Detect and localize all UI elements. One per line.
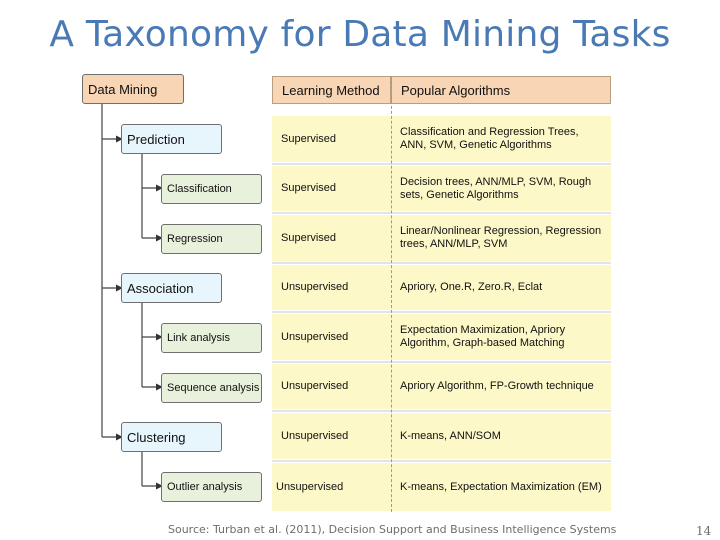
row-separator bbox=[272, 410, 611, 412]
node-label: Sequence analysis bbox=[167, 382, 260, 394]
row-separator bbox=[272, 163, 611, 165]
method-cell: Unsupervised bbox=[272, 364, 391, 409]
page-number: 14 bbox=[696, 524, 712, 538]
node-label: Regression bbox=[167, 233, 223, 245]
node-sequence-analysis: Sequence analysis bbox=[161, 373, 262, 403]
node-link-analysis: Link analysis bbox=[161, 323, 262, 353]
algorithms-cell: K-means, ANN/SOM bbox=[391, 413, 611, 459]
header-learning-method: Learning Method bbox=[272, 76, 391, 104]
row-separator bbox=[272, 311, 611, 313]
node-association: Association bbox=[121, 273, 222, 303]
method-cell: Unsupervised bbox=[272, 314, 391, 360]
algorithms-cell: K-means, Expectation Maximization (EM) bbox=[391, 463, 611, 511]
header-popular-algorithms: Popular Algorithms bbox=[391, 76, 611, 104]
algorithms-cell: Expectation Maximization, Apriory Algori… bbox=[391, 314, 611, 360]
node-label: Association bbox=[127, 280, 194, 296]
node-classification: Classification bbox=[161, 174, 262, 204]
method-cell: Unsupervised bbox=[272, 413, 391, 459]
page-title: A Taxonomy for Data Mining Tasks bbox=[49, 14, 671, 55]
source-citation: Source: Turban et al. (2011), Decision S… bbox=[168, 523, 617, 536]
row-separator bbox=[272, 262, 611, 264]
node-label: Prediction bbox=[127, 131, 185, 147]
row-separator bbox=[272, 212, 611, 214]
row-separator bbox=[272, 361, 611, 363]
node-data-mining: Data Mining bbox=[82, 74, 184, 104]
method-cell: Supervised bbox=[272, 166, 391, 211]
algorithms-cell: Decision trees, ANN/MLP, SVM, Rough sets… bbox=[391, 166, 611, 211]
node-label: Classification bbox=[167, 183, 232, 195]
method-cell: Unsupervised bbox=[272, 265, 391, 310]
node-label: Data Mining bbox=[88, 81, 158, 97]
node-label: Clustering bbox=[127, 429, 186, 445]
node-label: Outlier analysis bbox=[167, 481, 243, 493]
algorithms-cell: Apriory, One.R, Zero.R, Eclat bbox=[391, 265, 611, 310]
method-cell: Supervised bbox=[272, 116, 391, 162]
method-cell: Unsupervised bbox=[272, 463, 391, 511]
node-outlier-analysis: Outlier analysis bbox=[161, 472, 262, 502]
node-regression: Regression bbox=[161, 224, 262, 254]
column-divider bbox=[391, 76, 392, 512]
algorithms-cell: Apriory Algorithm, FP-Growth technique bbox=[391, 364, 611, 409]
row-separator bbox=[272, 460, 611, 462]
node-clustering: Clustering bbox=[121, 422, 222, 452]
node-prediction: Prediction bbox=[121, 124, 222, 154]
method-cell: Supervised bbox=[272, 215, 391, 261]
node-label: Link analysis bbox=[167, 332, 230, 344]
algorithms-cell: Linear/Nonlinear Regression, Regression … bbox=[391, 215, 611, 261]
algorithms-cell: Classification and Regression Trees, ANN… bbox=[391, 116, 611, 162]
